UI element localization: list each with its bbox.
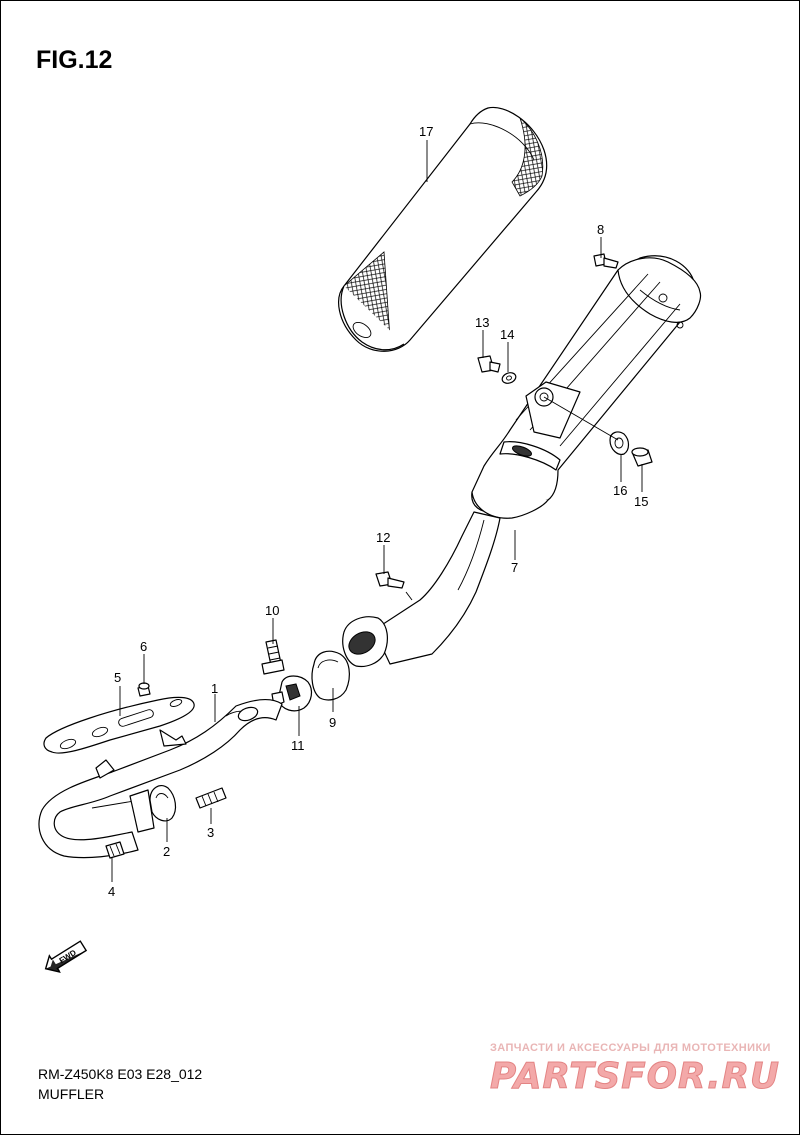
callout-9: 9 (329, 715, 336, 730)
callout-13: 13 (475, 315, 489, 330)
figure-title: FIG.12 (36, 46, 113, 74)
callout-7: 7 (511, 560, 518, 575)
part-17-muffler-cover (338, 106, 548, 352)
part-4-nut (105, 841, 125, 859)
callout-4: 4 (108, 884, 115, 899)
part-16-grommet (609, 431, 630, 455)
part-6-screw (137, 682, 151, 697)
callout-17: 17 (419, 124, 433, 139)
part-3-stud-bolt (195, 787, 227, 809)
part-10-bolt (261, 639, 285, 675)
callout-14: 14 (500, 327, 514, 342)
part-5-heat-guard (43, 696, 195, 754)
model-code: RM-Z450K8 E03 E28_012 (38, 1066, 203, 1082)
callout-12: 12 (376, 530, 390, 545)
callout-2: 2 (163, 844, 170, 859)
section-name: MUFFLER (38, 1086, 105, 1102)
watermark-logo-text: PARTSFOR.RU (490, 1056, 780, 1096)
watermark-logo: PARTSFOR.RU (490, 1056, 780, 1097)
callout-16: 16 (613, 483, 627, 498)
part-2-gasket (149, 785, 177, 822)
callout-11: 11 (291, 738, 305, 753)
callout-8: 8 (597, 222, 604, 237)
leader-lines (111, 140, 643, 882)
callout-5: 5 (114, 670, 121, 685)
part-1-exhaust-pipe (38, 698, 283, 859)
callout-3: 3 (207, 825, 214, 840)
part-9-gasket (311, 650, 350, 701)
watermark-tagline: ЗАПЧАСТИ И АКСЕССУАРЫ ДЛЯ МОТОТЕХНИКИ (490, 1042, 771, 1054)
part-12-bolt (375, 571, 405, 589)
callout-1: 1 (211, 681, 218, 696)
part-13-bolt (477, 355, 501, 373)
part-15-collar (631, 447, 653, 467)
part-7-muffler-body (342, 255, 702, 668)
part-14-washer (501, 372, 517, 384)
callout-10: 10 (265, 603, 279, 618)
callout-15: 15 (634, 494, 648, 509)
fwd-direction-arrow: FWD (44, 940, 88, 973)
callout-6: 6 (140, 639, 147, 654)
callout-labels: 1 2 3 4 5 6 7 8 9 10 11 12 13 14 15 16 1… (108, 124, 648, 899)
part-8-bolt (593, 253, 619, 269)
